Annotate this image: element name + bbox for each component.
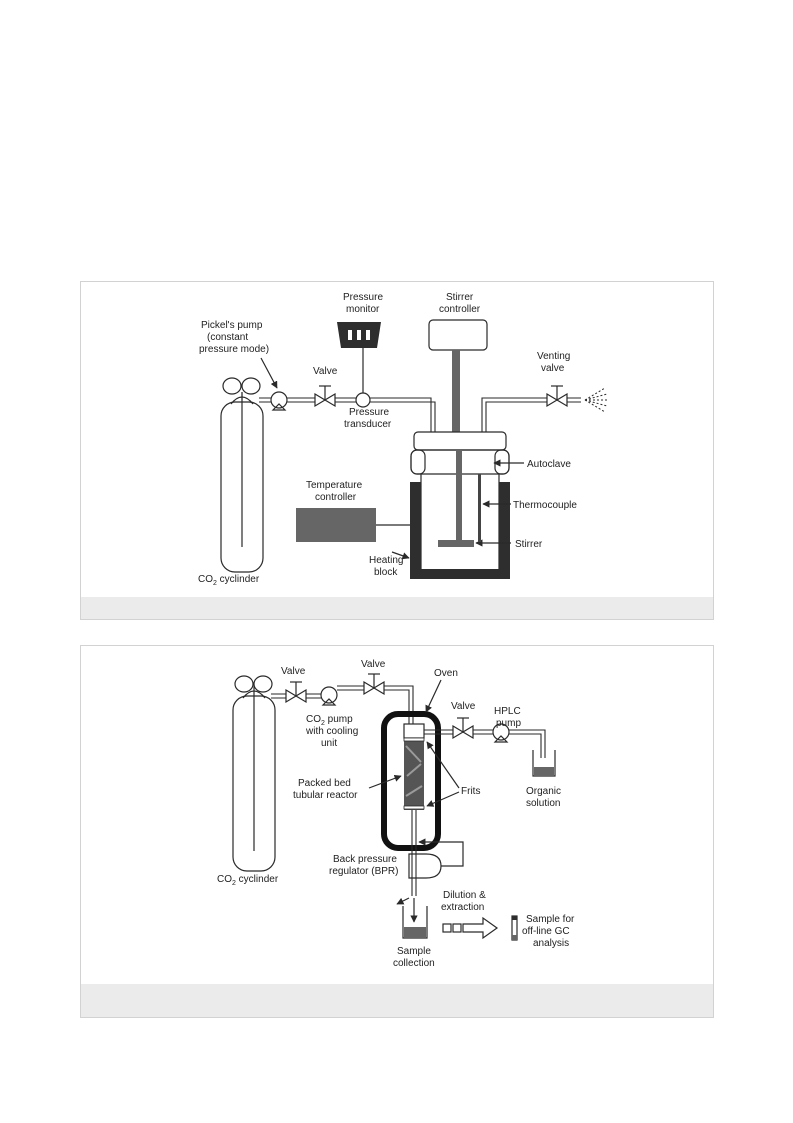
co2-cylinder-a	[220, 377, 264, 573]
venting-valve-label-2: valve	[541, 363, 565, 374]
dilution-label-1: Dilution &	[443, 890, 486, 901]
organic-solution-vessel	[532, 750, 556, 777]
organic-solution-label-1: Organic	[526, 786, 561, 797]
heating-block-label-1: Heating	[369, 555, 403, 566]
hplc-pump	[492, 723, 510, 743]
co2-cylinder-label-a: CO2 cyclinder	[198, 574, 260, 587]
dilution-extraction-arrow	[442, 916, 499, 940]
bpr-label-2: regulator (BPR)	[329, 866, 398, 877]
stirrer-controller-label-2: controller	[439, 304, 481, 315]
pressure-monitor-label-1: Pressure	[343, 292, 383, 303]
oven-label: Oven	[434, 668, 458, 679]
pressure-transducer	[355, 392, 371, 408]
co2-pump	[320, 686, 338, 706]
valve-label-a: Valve	[313, 366, 338, 377]
pressure-transducer-label-1: Pressure	[349, 407, 389, 418]
pressure-monitor	[337, 322, 381, 348]
dilution-label-2: extraction	[441, 902, 484, 913]
sample-gc-label-2: off-line GC	[522, 926, 570, 937]
continuous-flow-setup-panel: CO2 cyclinder Valve CO2 pump with coolin…	[80, 645, 714, 1018]
pressure-transducer-label-2: transducer	[344, 419, 392, 430]
pickels-pump-label-1: Pickel's pump	[201, 320, 263, 331]
co2-pump-label-3: unit	[321, 738, 337, 749]
caption-strip-a	[81, 597, 713, 619]
valve-label-b3: Valve	[451, 701, 476, 712]
vent-spray	[584, 387, 608, 413]
thermocouple	[478, 474, 481, 542]
sample-gc-label-1: Sample for	[526, 914, 575, 925]
co2-cylinder-b	[232, 675, 276, 872]
temperature-controller	[296, 508, 376, 542]
heating-block	[410, 482, 510, 579]
sample-collection-label-2: collection	[393, 958, 435, 969]
co2-cylinder-label-b: CO2 cyclinder	[217, 874, 279, 887]
heating-block-label-2: block	[374, 567, 398, 578]
pickels-pump	[270, 391, 288, 411]
thermocouple-label: Thermocouple	[513, 500, 577, 511]
stirrer-shaft	[456, 450, 462, 545]
venting-valve-label-1: Venting	[537, 351, 570, 362]
stirrer-shaft-upper	[452, 350, 460, 432]
packed-bed-reactor	[403, 723, 425, 896]
packed-bed-label-2: tubular reactor	[293, 790, 358, 801]
valve-label-b2: Valve	[361, 659, 386, 670]
sample-collection-vessel	[402, 906, 428, 939]
sample-gc-label-3: analysis	[533, 938, 569, 949]
pickels-pump-label-2: (constant	[207, 332, 248, 343]
oven	[381, 711, 441, 851]
pickels-pump-arrow	[260, 357, 278, 389]
caption-strip-b	[81, 984, 713, 1017]
valve-b2	[363, 673, 385, 696]
autoclave-label: Autoclave	[527, 459, 571, 470]
back-pressure-regulator	[408, 838, 464, 879]
valve-b3	[452, 717, 474, 740]
pickels-pump-label-3: pressure mode)	[199, 344, 269, 355]
packed-bed-label-1: Packed bed	[298, 778, 351, 789]
stirrer-label: Stirrer	[515, 539, 543, 550]
sample-collection-label-1: Sample	[397, 946, 431, 957]
bpr-label-1: Back pressure	[333, 854, 397, 865]
hplc-pump-label-2: pump	[496, 718, 521, 729]
valve-a	[314, 385, 336, 408]
temperature-controller-label-2: controller	[315, 492, 357, 503]
batch-autoclave-setup-panel: CO2 cyclinder Pickel's pump (constant pr…	[80, 281, 714, 620]
flow-setup-diagram: CO2 cyclinder Valve CO2 pump with coolin…	[217, 659, 575, 969]
stirrer-controller-label-1: Stirrer	[446, 292, 474, 303]
co2-pump-label-2: with cooling	[305, 726, 358, 737]
hplc-pump-label-1: HPLC	[494, 706, 521, 717]
organic-solution-label-2: solution	[526, 798, 560, 809]
batch-setup-diagram: CO2 cyclinder Pickel's pump (constant pr…	[198, 292, 608, 587]
co2-pump-label-1: CO2 pump	[306, 714, 353, 727]
venting-valve	[546, 385, 568, 408]
valve-b1	[285, 681, 307, 704]
pressure-monitor-label-2: monitor	[346, 304, 380, 315]
valve-label-b1: Valve	[281, 666, 306, 677]
frits-label: Frits	[461, 786, 480, 797]
stirrer-blade	[438, 540, 474, 547]
sample-vial	[511, 915, 518, 941]
temperature-controller-label-1: Temperature	[306, 480, 363, 491]
stirrer-controller	[428, 319, 488, 351]
